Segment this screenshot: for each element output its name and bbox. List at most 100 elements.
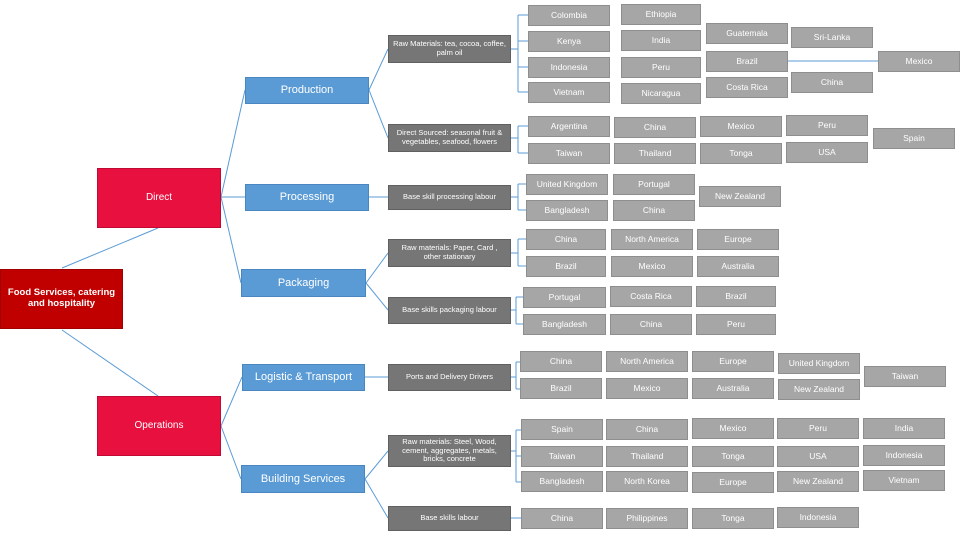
country-box: China [520,351,602,372]
country-box: Brazil [706,51,788,72]
country-box: Taiwan [528,143,610,164]
root-node: Food Services, catering and hospitality [0,269,123,329]
sub-direct-sourced: Direct Sourced: seasonal fruit & vegetab… [388,124,511,152]
country-box: Vietnam [528,82,610,103]
connector-building-labour [364,478,389,519]
connector-root-operations [61,329,159,397]
country-box: Bangladesh [521,471,603,492]
sub-packaging-labour: Base skills packaging labour [388,297,511,324]
country-box: Kenya [528,31,610,52]
branch-direct: Direct [97,168,221,228]
country-box: Europe [692,472,774,493]
category-logistic: Logistic & Transport [242,364,365,391]
country-box: Mexico [878,51,960,72]
country-box: Tonga [692,446,774,467]
connector-grid-building-rawmat [511,429,521,483]
country-box: China [610,314,692,335]
country-box: Mexico [700,116,782,137]
country-box: Brazil [520,378,602,399]
sub-raw-materials-packaging: Raw materials: Paper, Card , other stati… [388,239,511,267]
connector-grid-packaging-labour [511,296,523,325]
connector-grid-direct-sourced [511,125,528,154]
connector-direct-packaging [220,196,242,284]
country-box: Brazil [526,256,606,277]
country-box: India [863,418,945,439]
country-box: Indonesia [777,507,859,528]
sub-ports-drivers: Ports and Delivery Drivers [388,364,511,391]
country-box: Spain [521,419,603,440]
connector-packaging-rawmat [365,252,389,284]
category-production: Production [245,77,369,104]
country-box: Colombia [528,5,610,26]
country-box: China [521,508,603,529]
country-box: North America [606,351,688,372]
country-box: New Zealand [778,379,860,400]
connector-grid-packaging-rawmat [511,238,526,267]
country-box: Bangladesh [523,314,606,335]
connector-grid-processing [511,183,526,211]
connector-production-rawmat [368,48,389,91]
country-box: Spain [873,128,955,149]
branch-operations: Operations [97,396,221,456]
category-building: Building Services [241,465,365,493]
connector-operations-logistic [220,376,243,427]
country-box: New Zealand [777,471,859,492]
sub-building-labour: Base skills labour [388,506,511,531]
country-box: USA [786,142,868,163]
country-box: New Zealand [699,186,781,207]
country-box: Portugal [613,174,695,195]
country-box: China [791,72,873,93]
country-box: China [614,117,696,138]
country-box: Costa Rica [706,77,788,98]
connector-production-direct-sourced [368,89,389,139]
country-box: Bangladesh [526,200,608,221]
country-box: India [621,30,701,51]
country-box: Vietnam [863,470,945,491]
country-box: Tonga [692,508,774,529]
country-box: Ethiopia [621,4,701,25]
country-box: China [606,419,688,440]
country-box: Taiwan [521,446,603,467]
country-box: Europe [697,229,779,250]
country-box: Nicaragua [621,83,701,104]
country-box: USA [777,446,859,467]
country-box: United Kingdom [778,353,860,374]
country-box: Peru [786,115,868,136]
country-box: Philippines [606,508,688,529]
sub-raw-materials-production: Raw Materials: tea, cocoa, coffee, palm … [388,35,511,63]
country-box: North Korea [606,471,688,492]
connector-grid-rawmat-production [511,14,528,93]
country-box: Brazil [696,286,776,307]
connector-direct-production [220,89,246,198]
connector-operations-building [220,425,242,480]
country-box: China [526,229,606,250]
country-box: Europe [692,351,774,372]
connector-root-direct [61,227,159,269]
category-packaging: Packaging [241,269,366,297]
country-box: North America [611,229,693,250]
country-box: Australia [692,378,774,399]
country-box: Thailand [614,143,696,164]
country-box: United Kingdom [526,174,608,195]
connector-building-rawmat [364,450,389,480]
country-box: Tonga [700,143,782,164]
country-box: Indonesia [528,57,610,78]
country-box: Peru [621,57,701,78]
country-box: China [613,200,695,221]
country-box: Mexico [606,378,688,399]
category-processing: Processing [245,184,369,211]
country-box: Thailand [606,446,688,467]
country-box: Guatemala [706,23,788,44]
country-box: Portugal [523,287,606,308]
country-box: Indonesia [863,445,945,466]
country-box: Taiwan [864,366,946,387]
country-box: Costa Rica [610,286,692,307]
sub-processing-labour: Base skill processing labour [388,185,511,210]
country-box: Peru [696,314,776,335]
country-box: Peru [777,418,859,439]
country-box: Mexico [692,418,774,439]
country-box: Argentina [528,116,610,137]
connector-packaging-labour [365,282,389,311]
sub-raw-materials-building: Raw materials: Steel, Wood, cement, aggr… [388,435,511,467]
